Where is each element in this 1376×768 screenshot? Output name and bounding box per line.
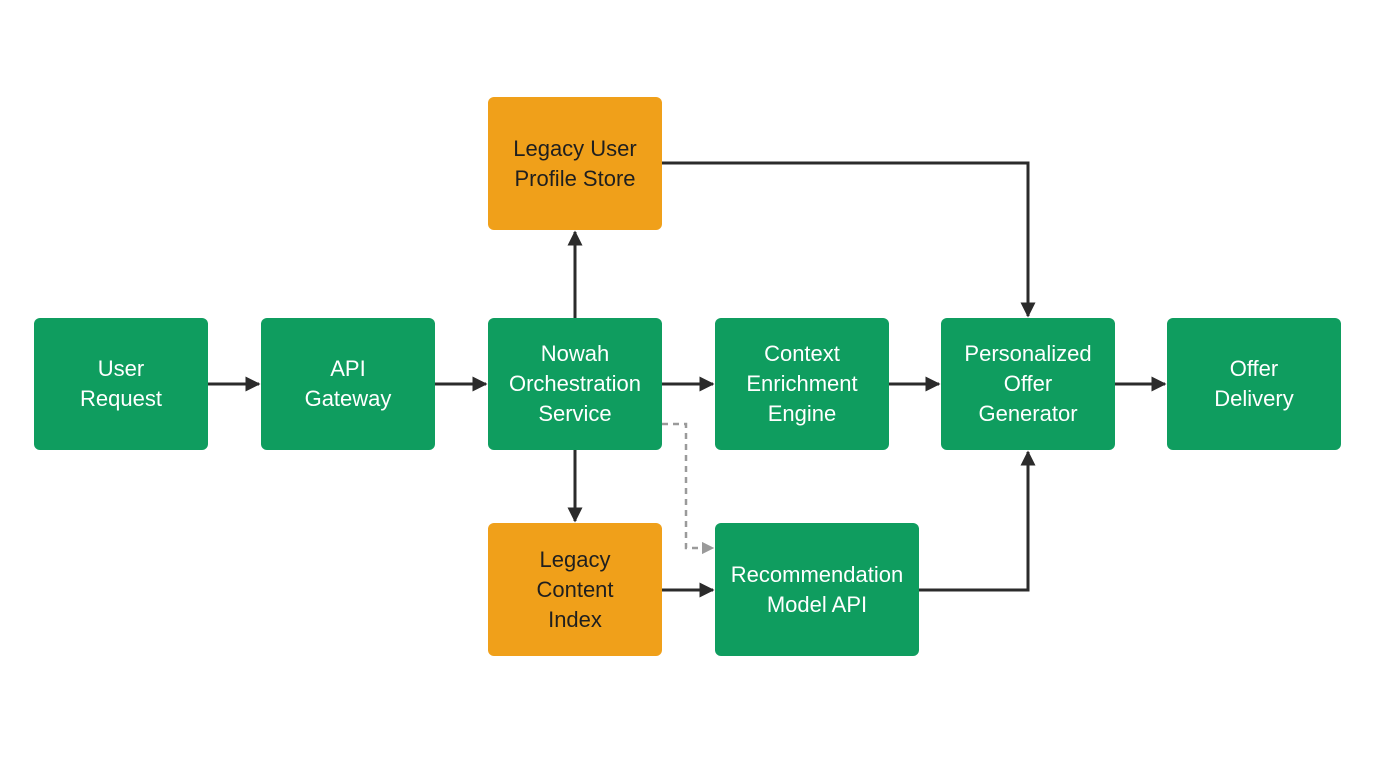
node-context-enrichment-engine: Context Enrichment Engine bbox=[715, 318, 889, 450]
node-personalized-offer-generator: Personalized Offer Generator bbox=[941, 318, 1115, 450]
node-legacy-content-index-label: Legacy Content Index bbox=[536, 546, 614, 632]
node-legacy-user-profile-store-label: Legacy User Profile Store bbox=[513, 135, 637, 191]
node-recommendation-model-api: Recommendation Model API bbox=[715, 523, 919, 656]
node-offer-delivery: Offer Delivery bbox=[1167, 318, 1341, 450]
node-api-gateway-label: API Gateway bbox=[304, 356, 392, 411]
node-user-request-label: User Request bbox=[80, 356, 162, 411]
node-personalized-offer-generator-label: Personalized Offer Generator bbox=[964, 341, 1092, 426]
dashed-arrow-orchestration-to-recommendation bbox=[662, 422, 715, 555]
node-context-enrichment-engine-label: Context Enrichment Engine bbox=[746, 341, 858, 426]
node-offer-delivery-label: Offer Delivery bbox=[1214, 356, 1294, 411]
node-orchestration-service: Nowah Orchestration Service bbox=[488, 318, 662, 450]
arrow-recommendation-to-offer-generator bbox=[919, 450, 1036, 592]
node-recommendation-model-api-label: Recommendation Model API bbox=[730, 561, 904, 617]
arrow-profile-store-to-offer-generator bbox=[662, 161, 1036, 318]
node-user-request: User Request bbox=[34, 318, 208, 450]
node-legacy-user-profile-store: Legacy User Profile Store bbox=[488, 97, 662, 230]
node-legacy-content-index: Legacy Content Index bbox=[488, 523, 662, 656]
node-orchestration-service-label: Nowah Orchestration Service bbox=[508, 341, 642, 426]
node-api-gateway: API Gateway bbox=[261, 318, 435, 450]
